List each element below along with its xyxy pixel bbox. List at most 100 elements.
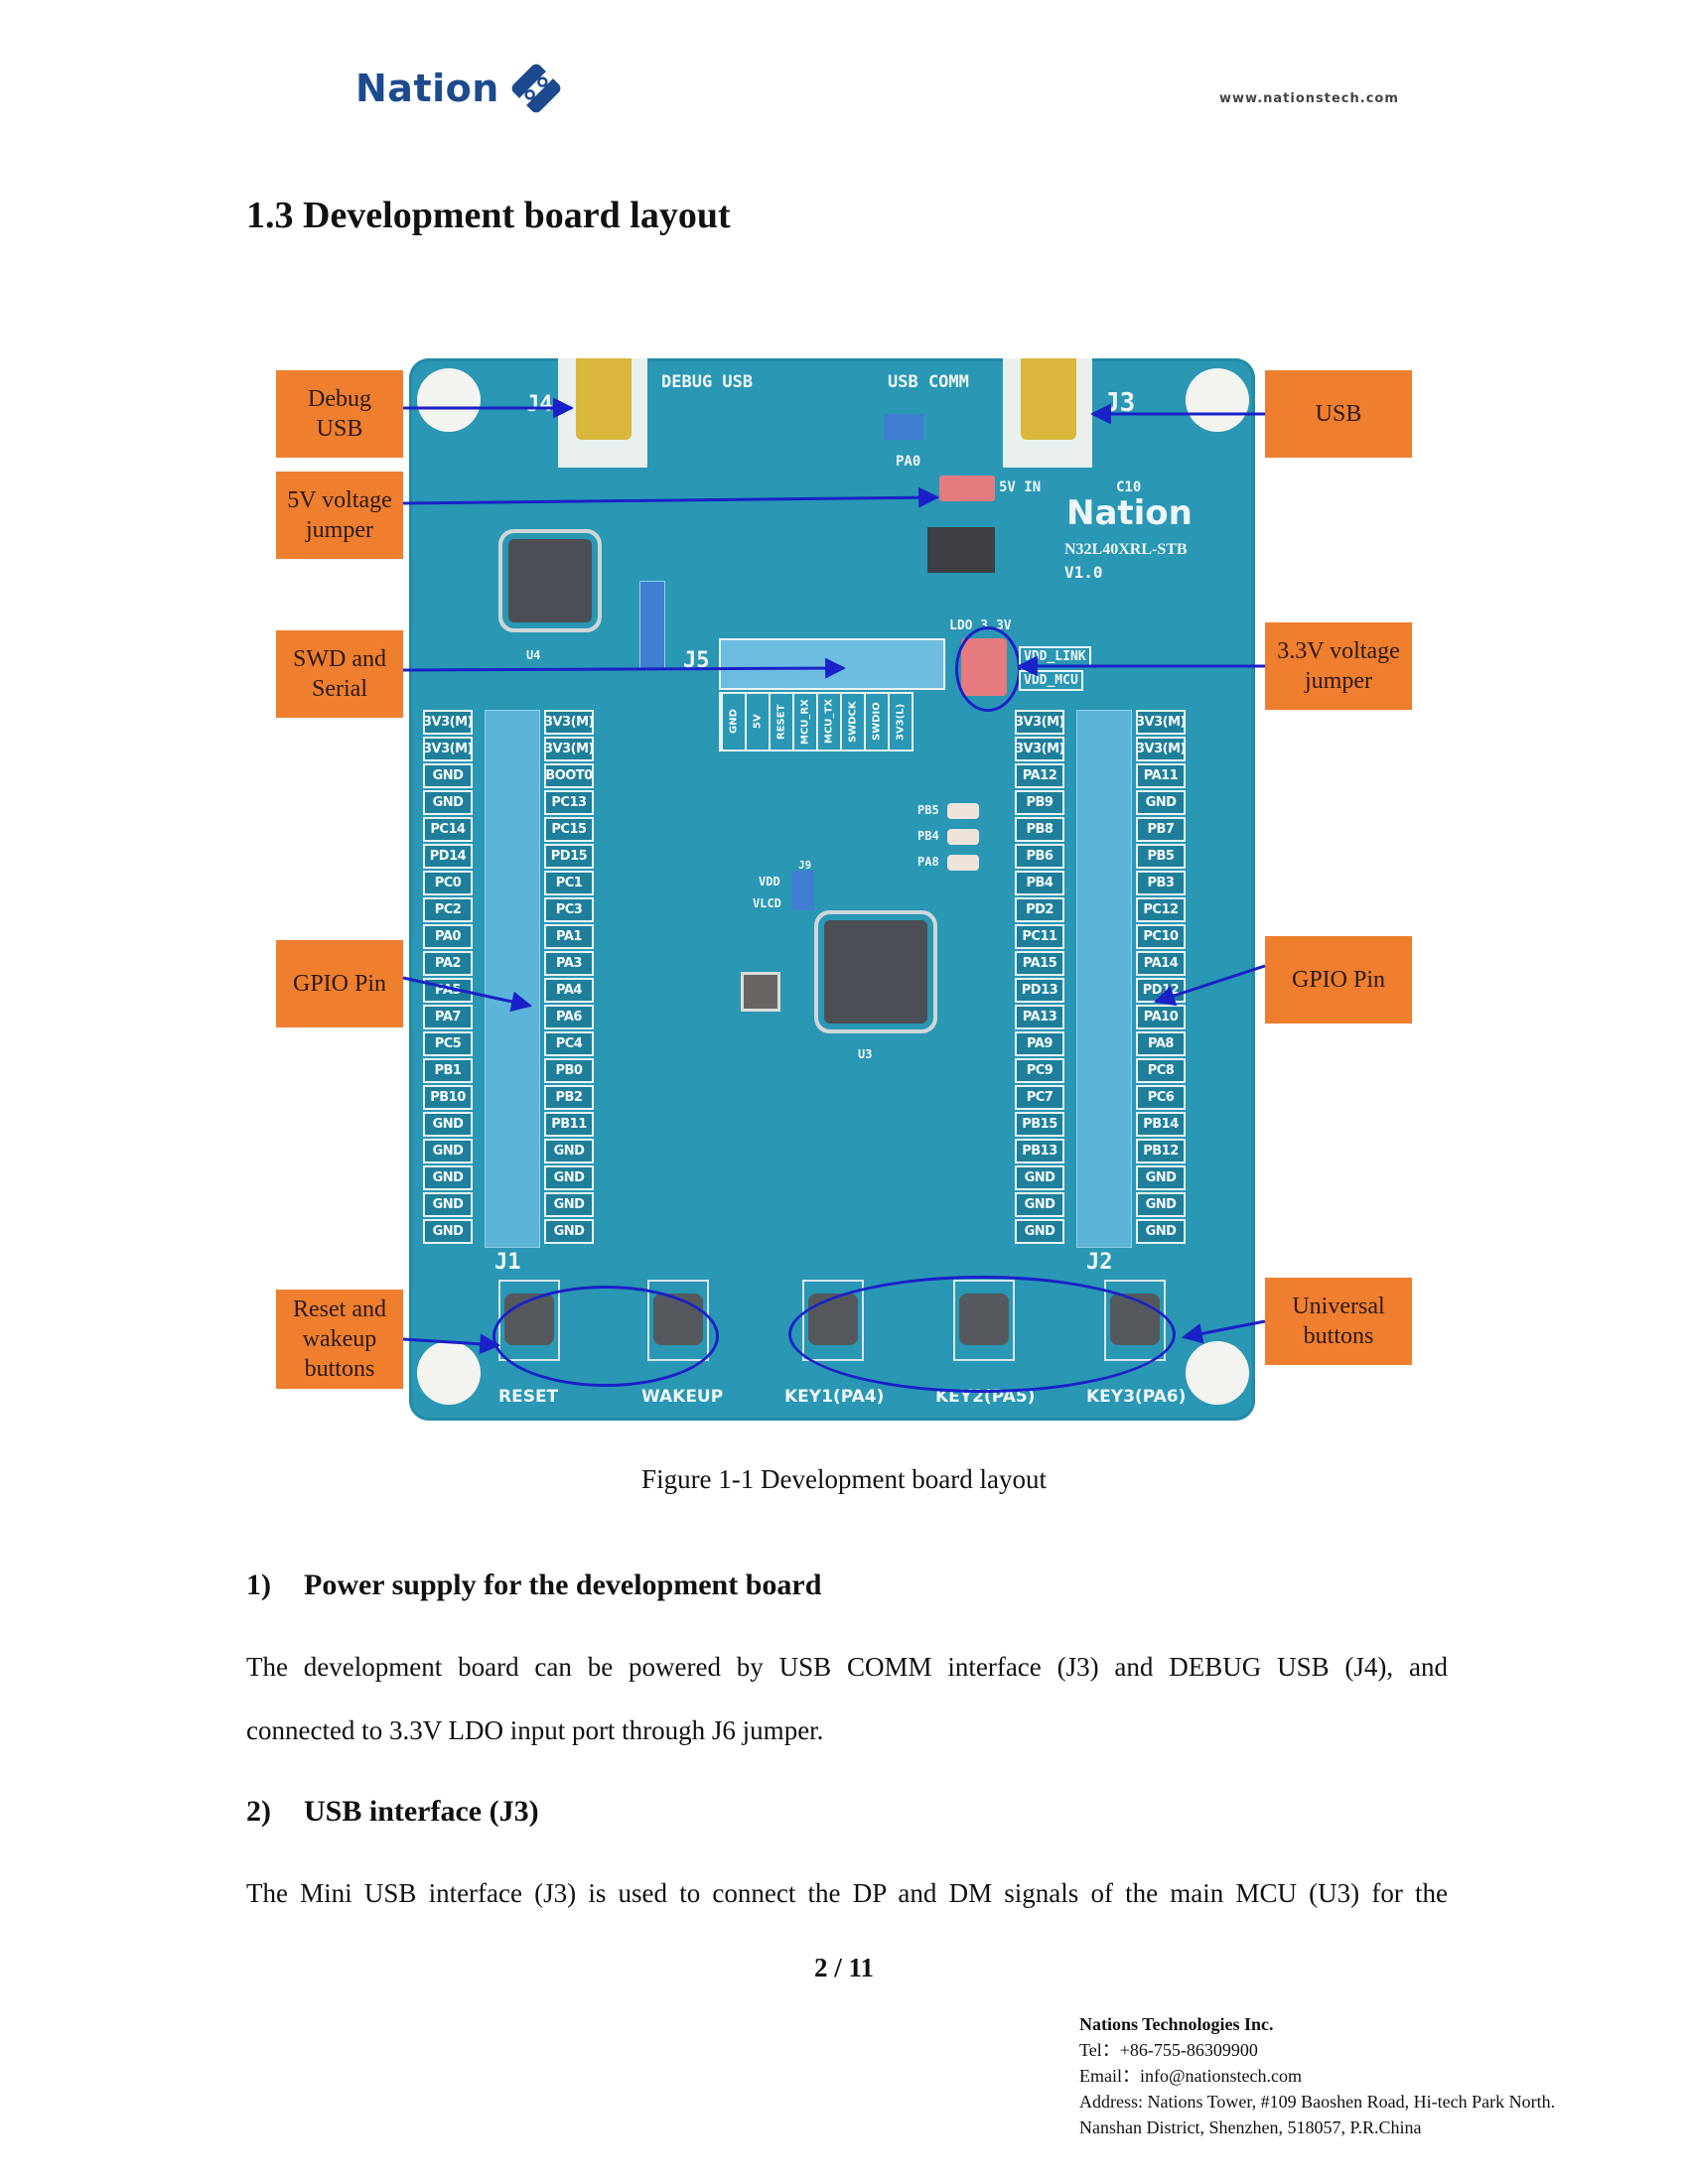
swd-pin-label: GND (721, 694, 745, 750)
swd-pin-label: MCU_RX (792, 694, 816, 750)
pin-label: 3V3(M) (1015, 710, 1065, 736)
pin-label: PC4 (544, 1030, 594, 1057)
led (947, 855, 979, 871)
callout-line: buttons (1303, 1323, 1374, 1349)
development-board: J4 DEBUG USB J3 USB COMM PA0 5V IN C10 N… (409, 358, 1255, 1421)
pin-label: PA13 (1015, 1004, 1064, 1030)
pin-label: GND (544, 1191, 594, 1218)
pin-label: GND (423, 1138, 473, 1164)
pin-label: PA5 (423, 977, 473, 1004)
pin-label: PD14 (423, 843, 473, 870)
pin-label: GND (1136, 789, 1186, 816)
button-label: KEY1(PA4) (784, 1387, 885, 1407)
silk-j5: J5 (683, 648, 710, 673)
pin-label: PC1 (544, 870, 594, 896)
silk-vdd-link: VDD_LINK (1019, 646, 1091, 667)
pin-label: PA4 (544, 977, 594, 1004)
pin-label: GND (544, 1218, 594, 1245)
pin-label: PC13 (544, 789, 594, 816)
footer-contact: Nations Technologies Inc. Tel：+86-755-86… (1079, 2011, 1555, 2140)
mount-hole (1186, 1341, 1249, 1405)
j9-jumper[interactable] (792, 871, 814, 910)
silk-debug-usb: DEBUG USB (661, 372, 754, 392)
button-label: KEY3(PA6) (1086, 1387, 1187, 1407)
callout-line: Reset and (293, 1297, 386, 1322)
board-model: N32L40XRL-STB (1064, 541, 1188, 558)
pin-label: PB6 (1015, 843, 1064, 870)
callout-line: 5V voltage (287, 487, 392, 513)
pin-label: PB9 (1015, 789, 1064, 816)
section-1-paragraph-line: The development board can be powered by … (246, 1652, 1448, 1682)
j5-swd-header[interactable] (719, 638, 945, 690)
swd-pin-label: 5V (745, 694, 769, 750)
pin-label: PB2 (544, 1084, 594, 1111)
swd-pin-labels: GND 5V RESET MCU_RX MCU_TX SWDCK SWDIO 3… (719, 692, 914, 751)
website-url[interactable]: www.nationstech.com (1219, 91, 1399, 106)
board-figure: J4 DEBUG USB J3 USB COMM PA0 5V IN C10 N… (268, 352, 1420, 1425)
callout-line: GPIO Pin (1291, 967, 1386, 993)
silk-u3: U3 (858, 1047, 873, 1061)
j10-header (639, 581, 665, 670)
pin-label: PC0 (423, 870, 473, 896)
section-title: 1.3 Development board layout (246, 195, 731, 236)
button-label: WAKEUP (641, 1387, 724, 1407)
silk-j1: J1 (494, 1250, 521, 1275)
silk-vdd: VDD (759, 875, 780, 888)
pin-label: GND (423, 789, 473, 816)
pin-label: PC11 (1015, 923, 1064, 950)
section-1-heading: Power supply for the development board (304, 1569, 822, 1601)
board-brand: Nation (1066, 493, 1193, 533)
section-2-heading: USB interface (J3) (304, 1795, 539, 1828)
pin-label: 3V3(M) (423, 736, 474, 762)
pin-label: GND (1136, 1164, 1186, 1191)
callout-line: SWD and (293, 646, 386, 672)
pin-label: PC6 (1136, 1084, 1186, 1111)
section-1-paragraph-line: connected to 3.3V LDO input port through… (246, 1715, 824, 1745)
y2-crystal (741, 972, 780, 1012)
pin-label: PD2 (1015, 896, 1064, 923)
pin-label: PB7 (1136, 816, 1186, 843)
callout-line: Serial (312, 676, 367, 702)
logo-text: Nation (355, 67, 499, 110)
callout-line: wakeup (302, 1326, 377, 1352)
page-number: 2 / 11 (813, 1953, 874, 1982)
section-2-number: 2) (246, 1795, 271, 1828)
silk-vlcd: VLCD (753, 896, 781, 910)
pin-label: GND (544, 1138, 594, 1164)
pin-label: 3V3(M) (423, 710, 474, 736)
mount-hole (417, 368, 481, 432)
pin-label: GND (1015, 1164, 1064, 1191)
nation-diamond-logo-icon (511, 64, 561, 113)
footer-email[interactable]: Email：info@nationstech.com (1079, 2066, 1303, 2086)
pin-label: GND (544, 1164, 594, 1191)
5v-jumper[interactable] (939, 476, 995, 501)
swd-pin-label: SWDCK (840, 694, 864, 750)
pin-label: PB3 (1136, 870, 1186, 896)
pin-label: PC3 (544, 896, 594, 923)
pin-label: GND (1015, 1191, 1064, 1218)
pin-label: PC7 (1015, 1084, 1064, 1111)
pin-label: PC5 (423, 1030, 473, 1057)
callout-line: buttons (304, 1356, 375, 1382)
footer-company: Nations Technologies Inc. (1079, 2014, 1274, 2034)
pin-label: GND (1015, 1218, 1064, 1245)
silk-vdd-mcu: VDD_MCU (1019, 670, 1083, 691)
pin-label: 3V3(M) (1136, 736, 1187, 762)
callout-usb: USB (1265, 370, 1412, 458)
pin-label: GND (423, 1218, 473, 1245)
u4-chip (508, 539, 592, 622)
footer-address-line: Address: Nations Tower, #109 Baoshen Roa… (1079, 2092, 1556, 2112)
silk-j2: J2 (1086, 1250, 1113, 1275)
pin-label: PA9 (1015, 1030, 1064, 1057)
pin-label: PD15 (544, 843, 594, 870)
u3-mcu-chip (824, 920, 927, 1024)
pin-label: GND (423, 1164, 473, 1191)
swd-pin-label: 3V3(L) (888, 694, 912, 750)
pin-label: PB14 (1136, 1111, 1186, 1138)
led-label: PB4 (917, 829, 939, 843)
